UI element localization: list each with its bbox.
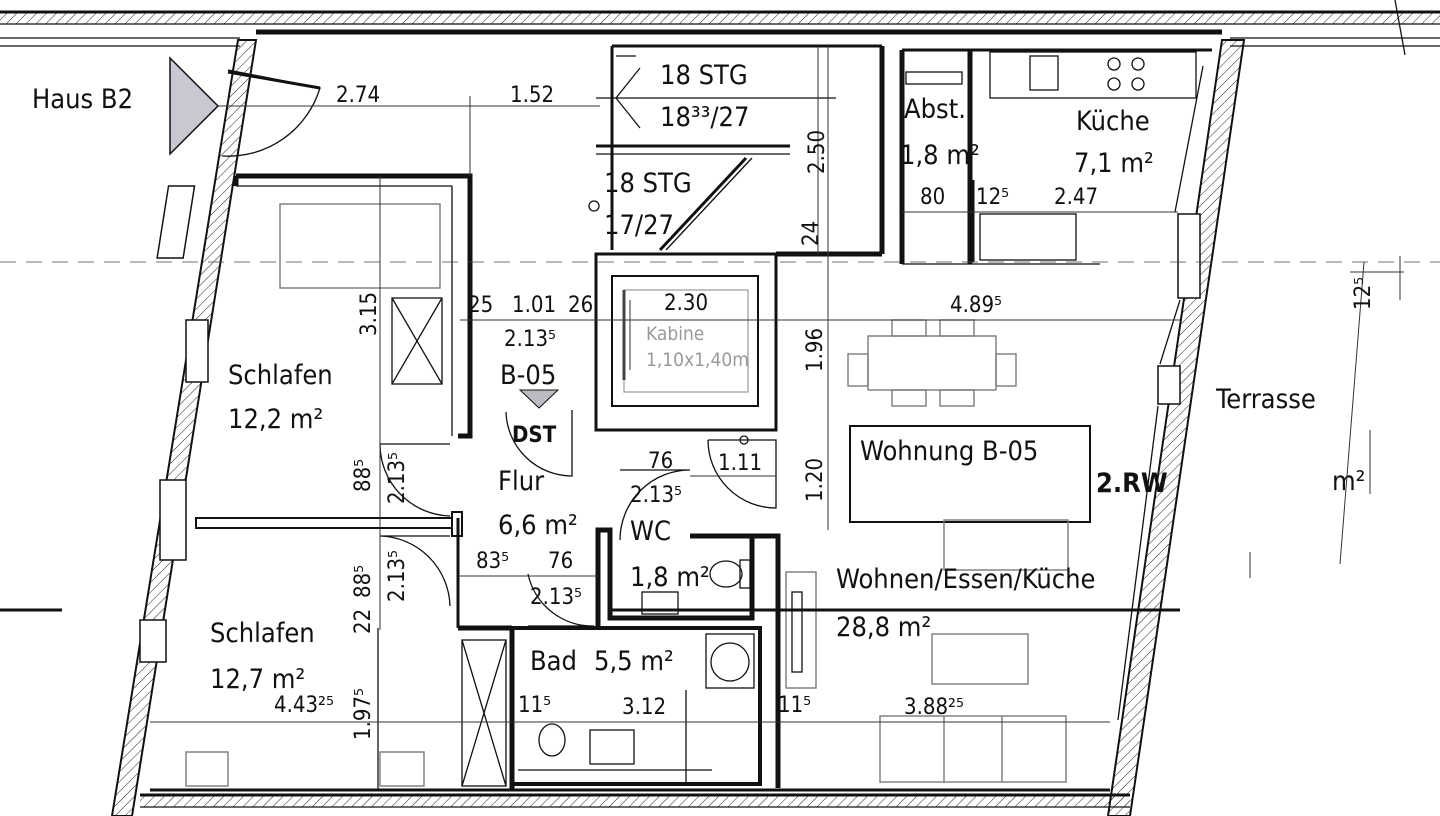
dim-11-5-a: 11⁵ (518, 693, 551, 718)
dim-1-11: 1.11 (718, 451, 762, 476)
stair-tag: DST (512, 423, 557, 448)
dim-4-43-25: 4.43²⁵ (274, 693, 334, 718)
schlafen2-name: Schlafen (210, 618, 315, 649)
dim-1-97-5: 1.97⁵ (351, 688, 376, 740)
dim-80: 80 (920, 185, 945, 210)
dim-88-5-b: 88⁵ (351, 565, 376, 598)
interior-walls (150, 29, 1222, 792)
terrasse-name: Terrasse (1215, 384, 1316, 415)
wohnen-name: Wohnen/Essen/Küche (836, 564, 1096, 595)
dim-12-5-b: 12⁵ (1351, 277, 1376, 310)
haus-b2-marker (169, 56, 220, 156)
furniture (185, 51, 1197, 787)
dim-2-13-5-e: 2.13⁵ (385, 550, 410, 602)
building-label: Haus B2 (32, 84, 133, 115)
elevator-cabin (622, 289, 749, 393)
staircase (588, 55, 836, 252)
labels: Haus B2 18 STG 18³³/27 18 STG 17/27 Abst… (32, 60, 1365, 695)
dim-2-74: 2.74 (336, 83, 380, 108)
dim-1-52: 1.52 (510, 83, 554, 108)
bad-name: Bad (530, 646, 577, 677)
stair-ratio-upper: 18³³/27 (660, 102, 749, 133)
doors (221, 69, 975, 627)
dim-25: 25 (468, 293, 493, 318)
dim-2-13-5-b: 2.13⁵ (385, 452, 410, 504)
abst-name: Abst. (904, 94, 966, 125)
dst-marker (518, 389, 560, 409)
schlafen2-area: 12,7 m² (210, 664, 305, 695)
kueche-name: Küche (1076, 106, 1150, 137)
apartment-marker: 2.RW (1096, 468, 1168, 499)
dim-26: 26 (568, 293, 593, 318)
schlafen1-name: Schlafen (228, 360, 333, 391)
bad-area: 5,5 m² (594, 646, 674, 677)
dimension-lines (0, 46, 1440, 723)
dim-1-01: 1.01 (512, 293, 556, 318)
dim-83-5: 83⁵ (476, 549, 509, 574)
dim-76-b: 76 (548, 549, 573, 574)
kueche-area: 7,1 m² (1074, 148, 1154, 179)
dim-88-5-a: 88⁵ (351, 459, 376, 492)
dim-2-13-5-d: 2.13⁵ (530, 585, 582, 610)
dim-11-5-b: 11⁵ (778, 693, 811, 718)
flur-area: 6,6 m² (498, 510, 578, 541)
dimension-texts: 2.74 1.52 2.50 24 80 12⁵ 2.47 3.15 25 1.… (274, 83, 1376, 740)
schlafen1-area: 12,2 m² (228, 404, 323, 435)
dim-3-15: 3.15 (357, 292, 382, 336)
dim-3-88-25: 3.88²⁵ (904, 695, 964, 720)
exterior-walls (110, 39, 1246, 816)
bottom-slab (140, 793, 1130, 808)
kabine-name: Kabine (646, 323, 704, 345)
dim-22: 22 (351, 609, 376, 634)
stair-count-upper: 18 STG (660, 60, 748, 91)
wc-area: 1,8 m² (630, 562, 710, 593)
abst-area: 1,8 m² (900, 140, 980, 171)
dim-4-89-5: 4.89⁵ (950, 293, 1002, 318)
dim-2-47: 2.47 (1054, 185, 1098, 210)
stair-count-lower: 18 STG (604, 168, 692, 199)
dim-24: 24 (799, 221, 824, 246)
terrasse-area: m² (1332, 466, 1365, 497)
dim-12-5-a: 12⁵ (976, 185, 1009, 210)
unit-id: B-05 (500, 360, 556, 391)
dim-2-13-5-c: 2.13⁵ (630, 483, 682, 508)
wc-name: WC (630, 516, 671, 547)
flur-name: Flur (498, 466, 544, 497)
top-slab (0, 0, 1440, 56)
dim-76-a: 76 (648, 449, 673, 474)
stair-ratio-lower: 17/27 (604, 210, 674, 241)
dim-2-30: 2.30 (664, 291, 708, 316)
dim-2-13-5-a: 2.13⁵ (504, 327, 556, 352)
dim-2-50: 2.50 (805, 130, 830, 174)
dim-1-20: 1.20 (803, 458, 828, 502)
apartment-name: Wohnung B-05 (860, 436, 1038, 467)
kabine-size: 1,10x1,40m (646, 349, 749, 371)
dim-1-96: 1.96 (803, 328, 828, 372)
wohnen-area: 28,8 m² (836, 612, 931, 643)
dim-3-12: 3.12 (622, 695, 666, 720)
